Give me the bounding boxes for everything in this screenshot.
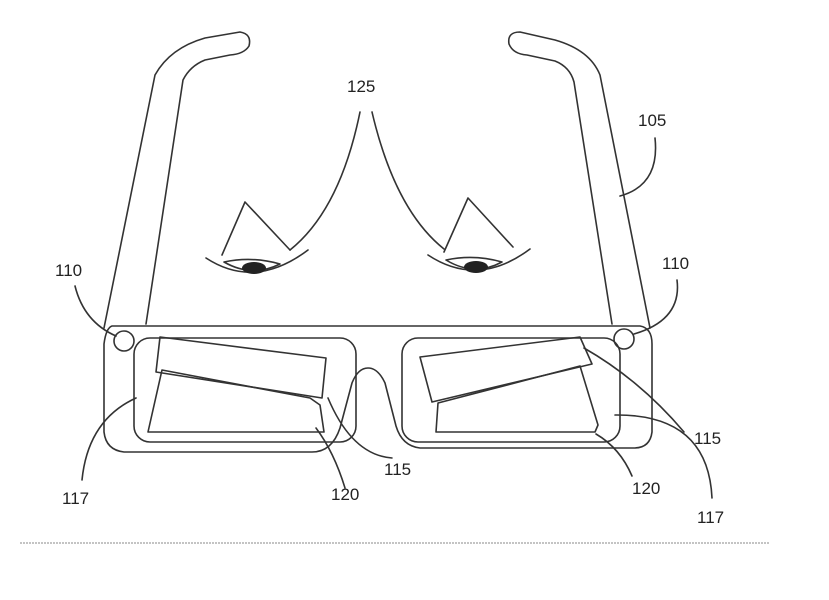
- leader-sensor-left: [74, 285, 117, 337]
- label-sensor-right: 110: [662, 254, 690, 273]
- label-lens-left: 117: [62, 489, 90, 508]
- label-filter-right: 120: [632, 479, 661, 498]
- leader-filter-left: [315, 427, 346, 489]
- label-sensor-left: 110: [55, 261, 83, 280]
- label-film-left: 115: [384, 460, 412, 479]
- filter-right-shape: [435, 365, 599, 433]
- label-eyes: 125: [347, 77, 376, 96]
- filter-left-shape: [147, 369, 325, 433]
- leader-film-right: [583, 347, 685, 433]
- label-lens-right: 117: [697, 508, 725, 527]
- leader-frame: [619, 137, 657, 197]
- frame-front: [103, 325, 653, 453]
- leader-lens-right: [614, 414, 713, 499]
- eye-right-icon: [427, 197, 531, 273]
- label-film-right: 115: [694, 429, 722, 448]
- right-temple-arm: [507, 31, 651, 329]
- label-filter-left: 120: [331, 485, 360, 504]
- lens-left-opening: [133, 337, 357, 443]
- left-temple-arm: [103, 31, 251, 329]
- sensor-right-icon: [613, 328, 635, 350]
- film-right-shape: [419, 336, 593, 403]
- leader-eyes-right: [371, 111, 445, 250]
- film-left-shape: [155, 336, 327, 399]
- leader-lens-left: [81, 397, 137, 481]
- leader-sensor-right: [633, 279, 679, 335]
- leader-filter-right: [595, 433, 633, 477]
- leader-film-left: [327, 397, 393, 459]
- leader-eyes: [289, 111, 361, 251]
- lens-right-opening: [401, 337, 621, 443]
- sensor-left-icon: [113, 330, 135, 352]
- label-frame: 105: [638, 111, 667, 130]
- eye-left-icon: [205, 201, 309, 274]
